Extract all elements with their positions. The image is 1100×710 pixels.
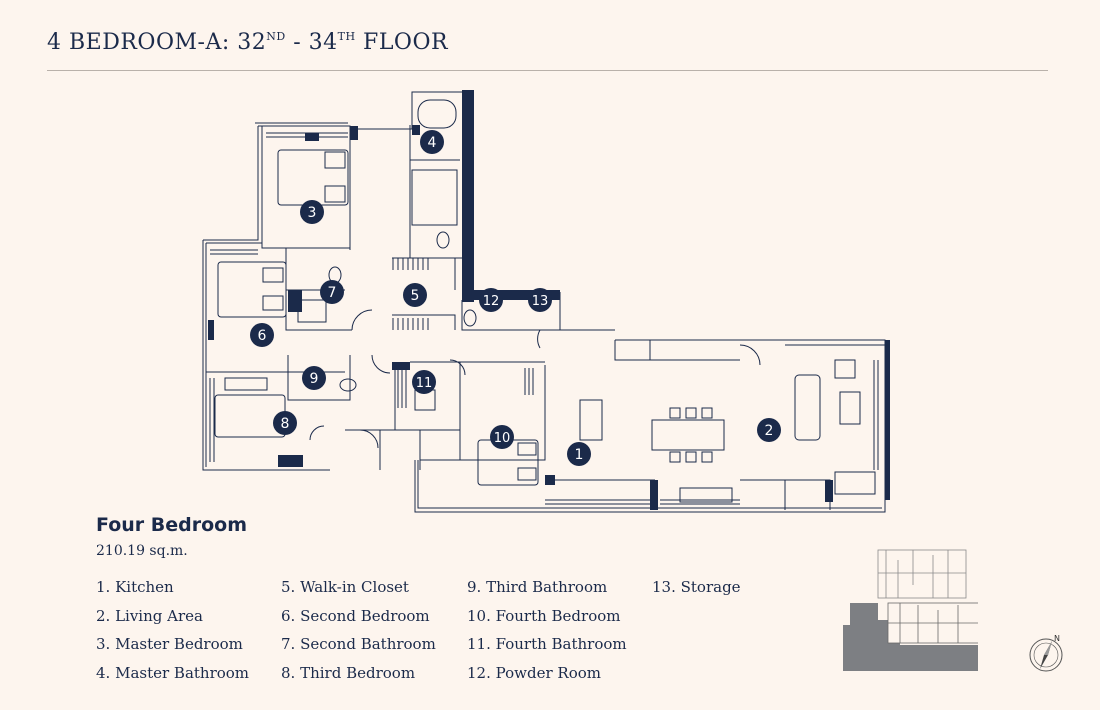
floor-plan: 1 2 3 4 5 6 7 8 9 10 11 12 13 [202, 90, 890, 513]
room-marker-6: 6 [250, 323, 274, 347]
room-marker-9: 9 [302, 366, 326, 390]
room-marker-11: 11 [412, 370, 436, 394]
legend-item: 2. Living Area [96, 606, 203, 625]
room-marker-1: 1 [567, 442, 591, 466]
svg-text:7: 7 [328, 285, 337, 301]
svg-text:10: 10 [494, 431, 511, 446]
room-marker-12: 12 [479, 288, 503, 312]
room-marker-13: 13 [528, 288, 552, 312]
svg-text:3: 3 [308, 205, 317, 221]
legend-item: 12. Powder Room [467, 663, 601, 682]
legend-item: 6. Second Bedroom [281, 606, 430, 625]
unit-type-name: Four Bedroom [96, 514, 248, 536]
room-marker-3: 3 [300, 200, 324, 224]
svg-text:4: 4 [428, 135, 437, 151]
room-marker-10: 10 [490, 425, 514, 449]
page-title: 4 BEDROOM-A: 32ND - 34TH FLOOR [47, 30, 449, 55]
room-marker-8: 8 [273, 411, 297, 435]
legend-item: 13. Storage [652, 578, 741, 596]
legend-item: 3. Master Bedroom [96, 635, 243, 653]
legend-item: 4. Master Bathroom [96, 663, 250, 682]
room-marker-4: 4 [420, 130, 444, 154]
legend-item: 5. Walk-in Closet [281, 578, 409, 596]
room-marker-7: 7 [320, 280, 344, 304]
svg-text:5: 5 [411, 288, 420, 304]
legend-item: 9. Third Bathroom [467, 578, 608, 596]
svg-text:9: 9 [310, 371, 319, 387]
svg-text:N: N [1054, 634, 1060, 643]
svg-text:13: 13 [532, 294, 549, 309]
svg-text:8: 8 [281, 416, 290, 432]
svg-text:2: 2 [765, 423, 774, 439]
room-legend: 1. Kitchen 2. Living Area 3. Master Bedr… [96, 578, 796, 690]
legend-item: 8. Third Bedroom [281, 663, 416, 682]
legend-column-4: 13. Storage [652, 578, 741, 607]
svg-text:6: 6 [258, 328, 267, 344]
svg-text:12: 12 [483, 294, 500, 309]
legend-column-2: 5. Walk-in Closet 6. Second Bedroom 7. S… [281, 578, 436, 692]
unit-area: 210.19 sq.m. [96, 543, 188, 559]
compass-icon: N [1029, 634, 1063, 672]
room-marker-2: 2 [757, 418, 781, 442]
title-divider [47, 70, 1048, 71]
room-marker-5: 5 [403, 283, 427, 307]
svg-text:11: 11 [416, 376, 433, 391]
svg-text:1: 1 [575, 447, 584, 463]
legend-item: 10. Fourth Bedroom [467, 606, 621, 625]
key-plan [843, 549, 978, 671]
legend-column-1: 1. Kitchen 2. Living Area 3. Master Bedr… [96, 578, 249, 692]
legend-item: 1. Kitchen [96, 578, 174, 596]
legend-item: 7. Second Bathroom [281, 635, 436, 653]
legend-item: 11. Fourth Bathroom [467, 635, 627, 653]
legend-column-3: 9. Third Bathroom 10. Fourth Bedroom 11.… [467, 578, 627, 692]
